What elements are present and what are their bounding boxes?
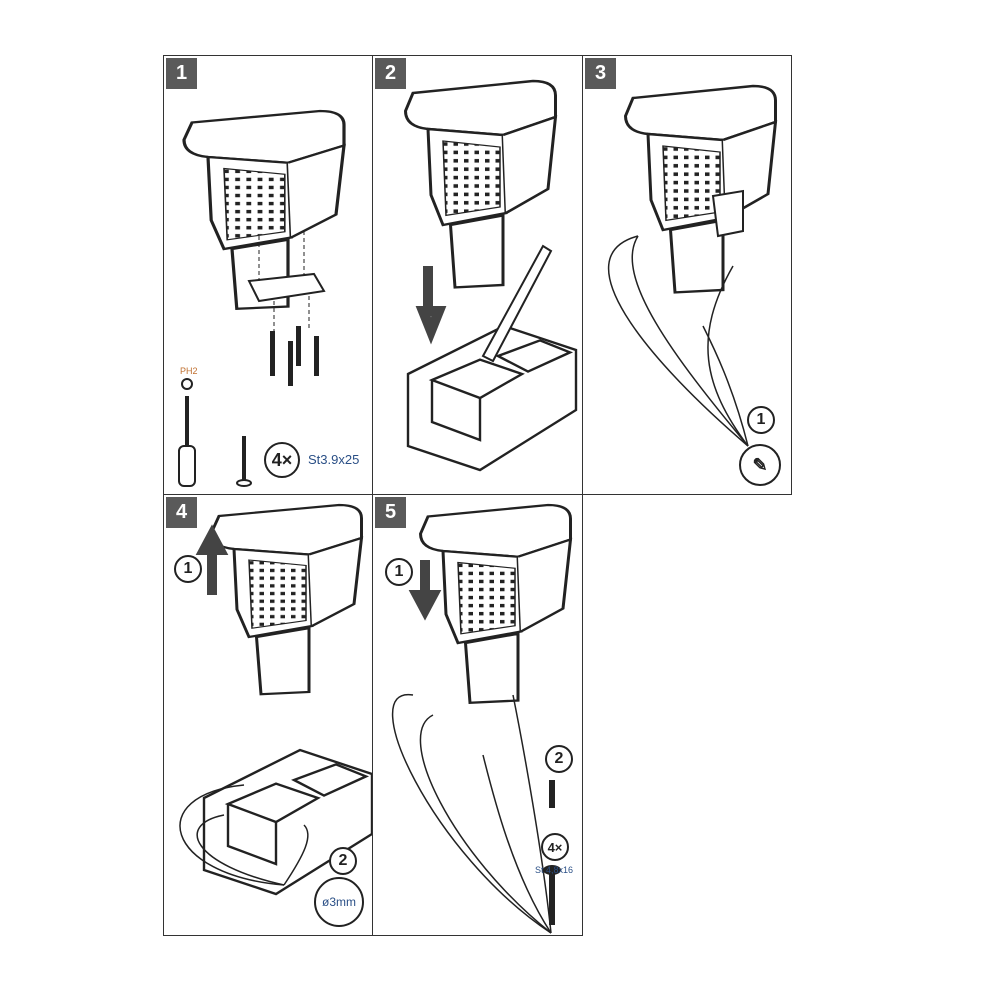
callout-label: 2	[338, 852, 348, 869]
screw-spec-label: St3.9x25	[308, 452, 360, 467]
step-number-badge: 2	[375, 58, 406, 89]
screw-spec-label: St 4,8x16	[535, 865, 574, 875]
step-number-badge: 5	[375, 497, 406, 528]
callout-circle-1: 1	[174, 555, 202, 583]
callout-circle: 1	[747, 406, 775, 434]
armrest-installed-illustration	[607, 84, 777, 447]
step-3-panel: 3 1 ✎	[582, 55, 792, 495]
screwdriver-type-label: PH2	[180, 366, 198, 376]
step-number-badge: 4	[166, 497, 197, 528]
step-5-panel: 5 1 2 4× St 4,8x16	[372, 494, 583, 936]
callout-circle-2: 2	[329, 847, 357, 875]
step-2-panel: 2	[372, 55, 583, 495]
quantity-circle: 4×	[264, 442, 300, 478]
callout-circle-2: 2	[545, 745, 573, 773]
quantity-label: 4×	[271, 449, 293, 470]
screw-icon	[236, 436, 252, 487]
quantity-circle: 4×	[541, 833, 569, 861]
callout-label: 1	[756, 411, 766, 428]
step-4-panel: 4 1 2 ø3mm	[163, 494, 374, 936]
step-1-panel: 1 PH2 4× St3.9x25	[163, 55, 373, 495]
clip-tool-icon: ✎	[739, 444, 781, 486]
callout-label: 1	[394, 563, 404, 580]
callout-label: 2	[554, 750, 564, 767]
armrest-slide-illustration	[404, 79, 578, 472]
drill-spec-label: ø3mm	[322, 895, 356, 909]
callout-circle-1: 1	[385, 558, 413, 586]
step-number-badge: 1	[166, 58, 197, 89]
step-number-badge: 3	[585, 58, 616, 89]
armrest-fastening-illustration	[391, 503, 572, 934]
callout-label: 1	[183, 560, 193, 577]
quantity-label: 4×	[547, 839, 563, 855]
screwdriver-icon	[178, 378, 196, 487]
drill-detail-circle: ø3mm	[314, 877, 364, 927]
armrest-mounting-illustration	[182, 109, 346, 386]
armrest-removal-illustration	[179, 503, 374, 896]
